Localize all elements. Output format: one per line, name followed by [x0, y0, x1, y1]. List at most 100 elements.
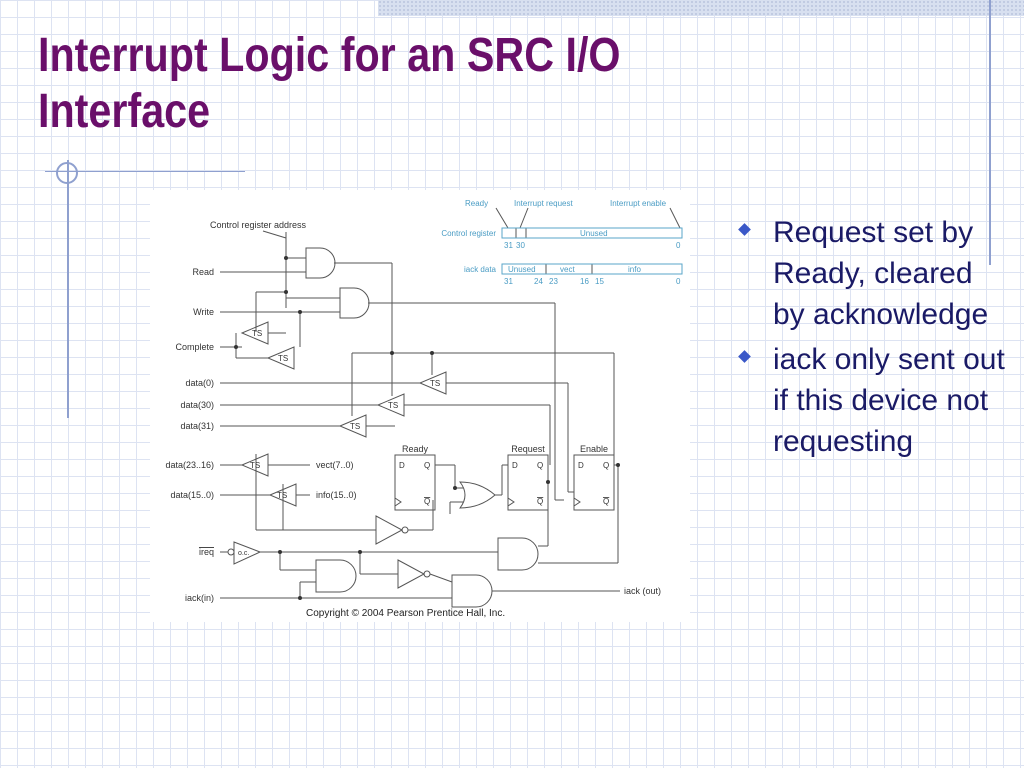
oc-label: o.c.	[238, 550, 249, 557]
ff-d-label: D	[512, 461, 518, 470]
bit-31-label: 31	[504, 241, 513, 250]
ts-label: TS	[278, 354, 288, 363]
reg-interrupt-request-label: Interrupt request	[514, 199, 573, 208]
top-decorative-bar	[378, 0, 1024, 16]
inverter-1	[375, 515, 404, 545]
control-register-outline	[501, 227, 683, 239]
iack-in-label: iack(in)	[185, 593, 214, 603]
junction-dot	[616, 463, 620, 467]
clock-mark	[394, 497, 402, 507]
data23-16-label: data(23..16)	[165, 460, 214, 470]
iack-bit-24: 24	[534, 277, 543, 286]
reg-interrupt-enable-label: Interrupt enable	[610, 199, 667, 208]
wire	[495, 207, 509, 229]
ff-request-label: Request	[511, 444, 545, 454]
junction-dot	[298, 310, 302, 314]
junction-dot	[453, 486, 457, 490]
clock-mark	[507, 497, 515, 507]
bullet-list: Request set by Ready, cleared by acknowl…	[738, 212, 1010, 466]
ts-label: TS	[350, 422, 360, 431]
circuit-svg: Control register address Read Write Comp…	[165, 199, 683, 619]
iack-bit-23: 23	[549, 277, 558, 286]
control-unused-label: Unused	[580, 229, 608, 238]
ff-qbar-label: Q	[537, 497, 543, 506]
corner-circle-decoration	[56, 162, 78, 184]
data30-label: data(30)	[180, 400, 214, 410]
ts-label: TS	[430, 379, 440, 388]
ff-d-label: D	[578, 461, 584, 470]
bullet-item: iack only sent out if this device not re…	[738, 339, 1010, 462]
enable-flipflop	[573, 454, 615, 511]
and-gate-ireq	[497, 537, 539, 571]
and-gate-iack-2	[451, 574, 493, 608]
title-line-2: Interface	[38, 85, 211, 138]
junction-dot	[284, 290, 288, 294]
wire	[262, 230, 287, 239]
diamond-bullet-icon	[738, 350, 751, 363]
bullet-text: Request set by Ready, cleared by acknowl…	[773, 216, 989, 331]
bit-30-label: 30	[516, 241, 525, 250]
junction-dot	[284, 256, 288, 260]
junction-dot	[430, 351, 434, 355]
info-label: info(15..0)	[316, 490, 357, 500]
ff-qbar-label: Q	[424, 497, 430, 506]
iack-out-label: iack (out)	[624, 586, 661, 596]
oc-bubble	[227, 548, 235, 556]
iack-info-label: info	[628, 265, 641, 274]
iack-bit-0: 0	[676, 277, 681, 286]
ff-d-label: D	[399, 461, 405, 470]
junction-dot	[278, 550, 282, 554]
left-accent-line	[67, 160, 69, 418]
iack-bit-15: 15	[595, 277, 604, 286]
junction-dot	[234, 345, 238, 349]
read-label: Read	[192, 267, 214, 277]
diamond-bullet-icon	[738, 223, 751, 236]
interrupt-logic-diagram: Control register address Read Write Comp…	[150, 190, 690, 622]
ireq-label: ireq	[199, 547, 214, 557]
wire	[429, 573, 453, 583]
clock-mark	[573, 497, 581, 507]
bit-0-label: 0	[676, 241, 681, 250]
iack-bit-16: 16	[580, 277, 589, 286]
wire	[669, 207, 681, 229]
data15-0-label: data(15..0)	[170, 490, 214, 500]
junction-dot	[390, 351, 394, 355]
control-register-address-label: Control register address	[210, 220, 307, 230]
ff-q-label: Q	[603, 461, 609, 470]
write-label: Write	[193, 307, 214, 317]
data0-label: data(0)	[185, 378, 214, 388]
and-gate-write	[339, 287, 370, 319]
ts-label: TS	[250, 461, 260, 470]
iack-unused-label: Unused	[508, 265, 536, 274]
ff-qbar-label: Q	[603, 497, 609, 506]
data31-label: data(31)	[180, 421, 214, 431]
reg-ready-label: Ready	[465, 199, 488, 208]
iack-data-outline	[501, 263, 683, 275]
slide-title: Interrupt Logic for an SRC I/O Interface	[38, 28, 726, 140]
copyright-label: Copyright © 2004 Pearson Prentice Hall, …	[306, 608, 505, 619]
bullet-item: Request set by Ready, cleared by acknowl…	[738, 212, 1010, 335]
or-gate	[458, 481, 496, 509]
title-underline	[45, 171, 245, 172]
complete-label: Complete	[175, 342, 214, 352]
right-accent-line	[989, 0, 991, 265]
and-gate-iack-1	[315, 559, 357, 593]
iack-bit-31: 31	[504, 277, 513, 286]
ff-enable-label: Enable	[580, 444, 608, 454]
ts-label: TS	[388, 401, 398, 410]
ff-q-label: Q	[537, 461, 543, 470]
bullet-text: iack only sent out if this device not re…	[773, 343, 1005, 458]
ts-label: TS	[252, 329, 262, 338]
ff-q-label: Q	[424, 461, 430, 470]
and-gate-read	[305, 247, 336, 279]
ready-flipflop	[394, 454, 436, 511]
ts-buffer-complete-2	[266, 346, 295, 370]
ff-ready-label: Ready	[402, 444, 429, 454]
junction-dot	[298, 596, 302, 600]
inverter-2	[397, 559, 426, 589]
wire	[519, 207, 529, 229]
iack-data-label: iack data	[464, 265, 497, 274]
vect-label: vect(7..0)	[316, 460, 354, 470]
ts-label: TS	[277, 491, 287, 500]
iack-vect-label: vect	[560, 265, 575, 274]
